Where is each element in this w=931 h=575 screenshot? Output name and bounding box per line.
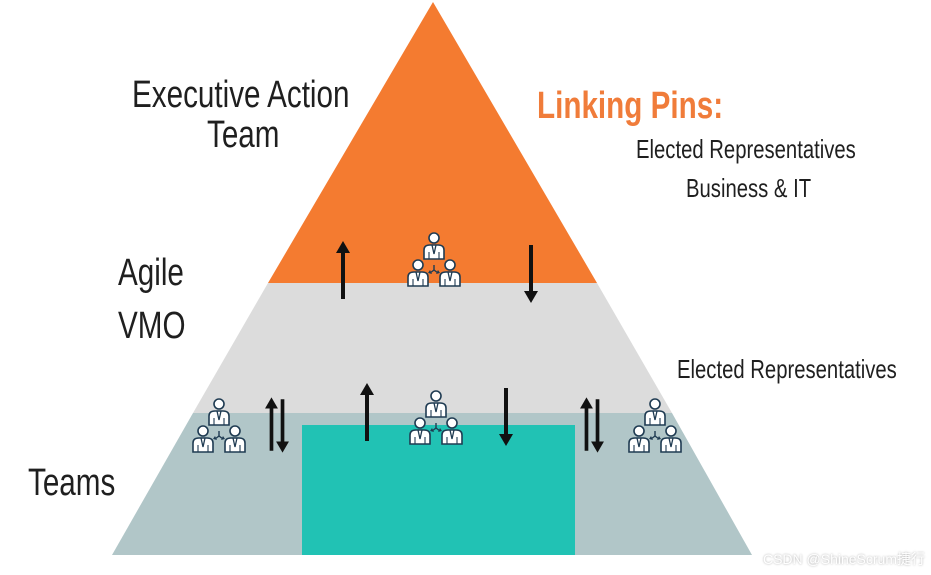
executive-label-line2: Team bbox=[207, 114, 280, 156]
business-it-label: Business & IT bbox=[686, 173, 812, 203]
top-tier bbox=[268, 2, 597, 283]
watermark: CSDN @ShineScrum捷行 bbox=[762, 551, 925, 567]
teams-label: Teams bbox=[28, 462, 116, 504]
agile-label-line2: VMO bbox=[118, 305, 186, 347]
teal-block bbox=[302, 425, 575, 555]
elected-reps-right: Elected Representatives bbox=[677, 354, 897, 384]
linking-pins-title: Linking Pins: bbox=[537, 85, 724, 127]
middle-tier bbox=[193, 283, 672, 413]
elected-reps-top: Elected Representatives bbox=[636, 134, 856, 164]
agile-label-line1: Agile bbox=[118, 252, 184, 294]
executive-label-line1: Executive Action bbox=[132, 74, 350, 116]
